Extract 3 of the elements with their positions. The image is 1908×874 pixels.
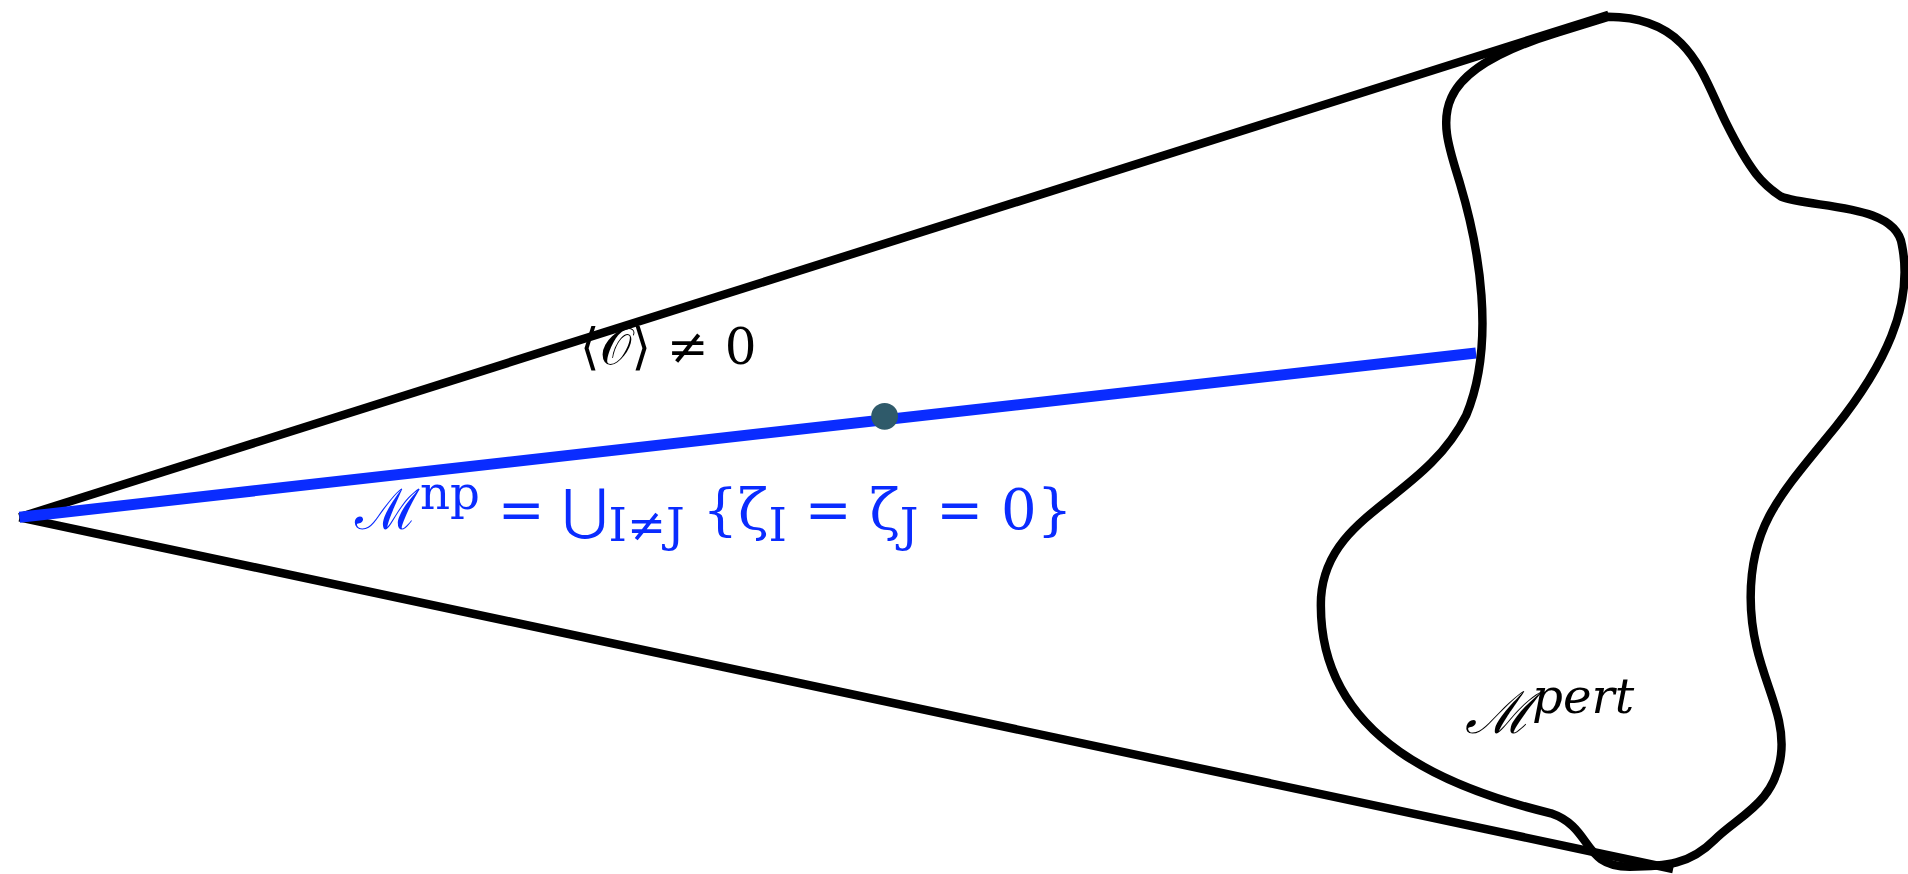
- region-label: ℳ$^{pert}$: [1465, 672, 1635, 743]
- locus-formula: ℳ$^{np}$ = ⋃$_{I≠J}$ {ζ$_{I}$ = ζ$_{J}$ = 0}: [355, 470, 1073, 549]
- region-outline: [1315, 12, 1908, 874]
